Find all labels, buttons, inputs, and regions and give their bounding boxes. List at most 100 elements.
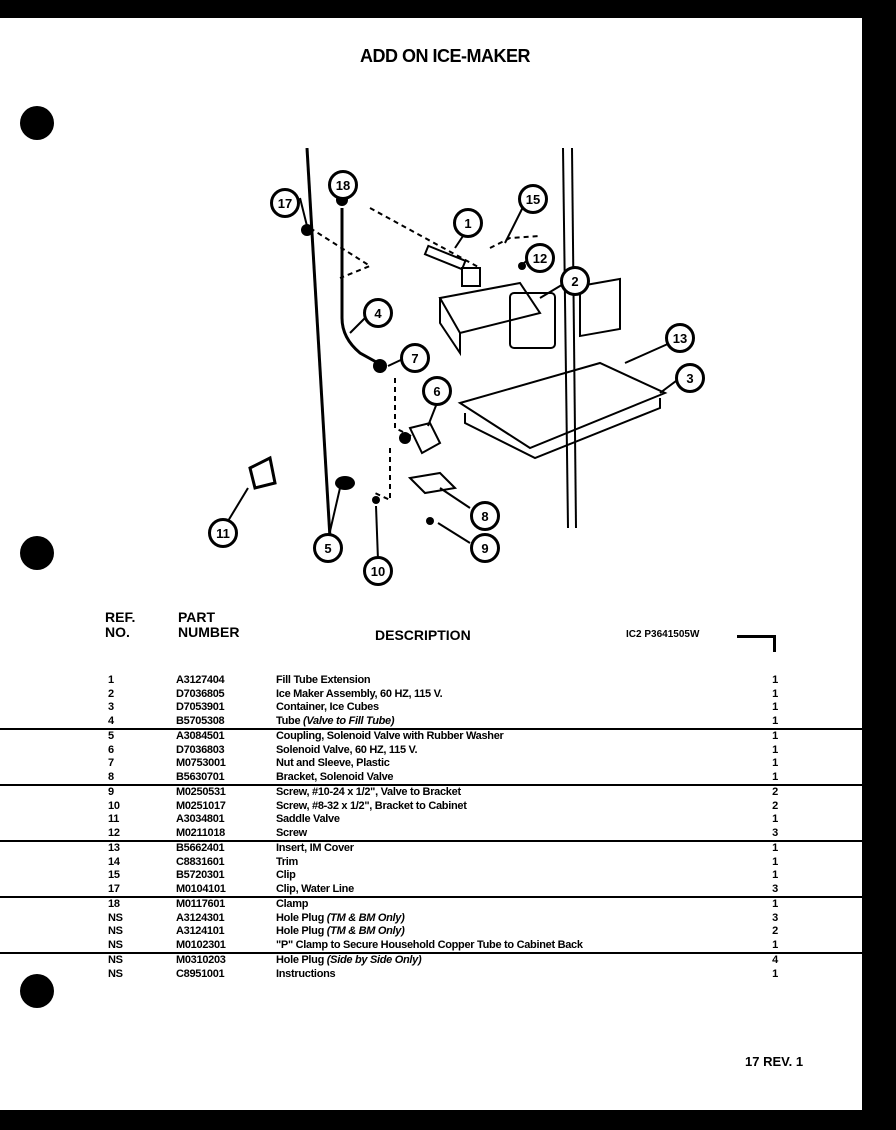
table-row: 13 B5662401 Insert, IM Cover 1 <box>0 840 862 856</box>
cell-quantity: 1 <box>772 743 778 756</box>
table-row: NS A3124101 Hole Plug (TM & BM Only) 2 <box>0 925 862 939</box>
cell-part-number: B5630701 <box>176 770 225 783</box>
cell-quantity: 1 <box>772 674 778 686</box>
cell-ref-no: 17 <box>108 882 120 895</box>
cell-ref-no: 4 <box>108 714 114 727</box>
cell-description: Screw, #8-32 x 1/2", Bracket to Cabinet <box>276 799 467 812</box>
cell-quantity: 2 <box>772 799 778 812</box>
table-row: 6 D7036803 Solenoid Valve, 60 HZ, 115 V.… <box>0 744 862 758</box>
cell-description: Fill Tube Extension <box>276 674 371 686</box>
table-row: 11 A3034801 Saddle Valve 1 <box>0 813 862 827</box>
page-code: IC2 P3641505W <box>626 629 700 640</box>
cell-part-number: A3084501 <box>176 730 225 742</box>
header-ref-no: REF. NO. <box>105 609 136 640</box>
parts-table-header: REF. NO. PART NUMBER DESCRIPTION IC2 P36… <box>0 609 862 652</box>
cell-description: "P" Clamp to Secure Household Copper Tub… <box>276 938 583 951</box>
cell-ref-no: 1 <box>108 674 114 686</box>
cell-part-number: M0250531 <box>176 786 226 798</box>
cell-part-number: A3124301 <box>176 911 225 924</box>
cell-description: Insert, IM Cover <box>276 842 354 854</box>
cell-part-number: A3034801 <box>176 813 225 825</box>
cell-part-number: D7036805 <box>176 687 225 700</box>
exploded-diagram: 17 18 1 15 12 2 4 7 13 3 6 8 9 11 5 10 <box>200 147 720 598</box>
table-row: NS A3124301 Hole Plug (TM & BM Only) 3 <box>0 912 862 926</box>
cell-description: Hole Plug (TM & BM Only) <box>276 925 405 937</box>
cell-part-number: M0104101 <box>176 882 226 895</box>
cell-quantity: 1 <box>772 714 778 727</box>
cell-ref-no: 7 <box>108 757 114 769</box>
cell-quantity: 1 <box>772 967 778 980</box>
cell-quantity: 3 <box>772 826 778 839</box>
callout-1: 1 <box>453 208 483 238</box>
cell-part-number: M0117601 <box>176 898 225 910</box>
table-row: NS C8951001 Instructions 1 <box>0 968 862 982</box>
cell-ref-no: 18 <box>108 898 120 910</box>
cell-ref-no: NS <box>108 967 123 980</box>
cell-quantity: 1 <box>772 898 778 910</box>
cell-quantity: 1 <box>772 701 778 713</box>
cell-ref-no: NS <box>108 925 123 937</box>
cell-ref-no: 5 <box>108 730 114 742</box>
cell-description: Clip <box>276 869 296 881</box>
cell-ref-no: 8 <box>108 770 114 783</box>
callout-18: 18 <box>328 170 358 200</box>
callout-15: 15 <box>518 184 548 214</box>
cell-note: (Valve to Fill Tube) <box>303 714 395 727</box>
cell-quantity: 1 <box>772 842 778 854</box>
cell-ref-no: 2 <box>108 687 114 700</box>
cell-description: Clip, Water Line <box>276 882 354 895</box>
callout-12: 12 <box>525 243 555 273</box>
table-row: 7 M0753001 Nut and Sleeve, Plastic 1 <box>0 757 862 771</box>
cell-quantity: 1 <box>772 687 778 700</box>
table-row: 4 B5705308 Tube (Valve to Fill Tube) 1 <box>0 715 862 729</box>
callout-5: 5 <box>313 533 343 563</box>
cell-ref-no: 15 <box>108 869 120 881</box>
table-row: 14 C8831601 Trim 1 <box>0 856 862 870</box>
table-row: 10 M0251017 Screw, #8-32 x 1/2", Bracket… <box>0 800 862 814</box>
cell-description: Screw <box>276 826 307 839</box>
cell-description: Clamp <box>276 898 309 910</box>
cell-description: Hole Plug (TM & BM Only) <box>276 911 405 924</box>
table-row: 9 M0250531 Screw, #10-24 x 1/2", Valve t… <box>0 784 862 800</box>
punch-hole-middle <box>20 536 54 570</box>
cell-description: Bracket, Solenoid Valve <box>276 770 394 783</box>
callout-9: 9 <box>470 533 500 563</box>
table-row: NS M0102301 "P" Clamp to Secure Househol… <box>0 939 862 953</box>
cell-part-number: C8831601 <box>176 855 225 868</box>
header-bracket-line <box>737 635 776 652</box>
cell-description: Coupling, Solenoid Valve with Rubber Was… <box>276 730 504 742</box>
header-part-number: PART NUMBER <box>178 609 240 640</box>
callout-8: 8 <box>470 501 500 531</box>
cell-quantity: 1 <box>772 730 778 742</box>
cell-part-number: C8951001 <box>176 967 225 980</box>
cell-quantity: 2 <box>772 925 778 937</box>
cell-part-number: A3127404 <box>176 674 225 686</box>
cell-part-number: B5720301 <box>176 869 225 881</box>
cell-description: Container, Ice Cubes <box>276 701 379 713</box>
cell-description: Instructions <box>276 967 336 980</box>
ice-maker-illustration <box>224 147 681 561</box>
cell-ref-no: 3 <box>108 701 114 713</box>
cell-part-number: M0102301 <box>176 938 226 951</box>
cell-quantity: 3 <box>772 911 778 924</box>
cell-description: Ice Maker Assembly, 60 HZ, 115 V. <box>276 687 443 700</box>
cell-part-number: M0251017 <box>176 799 226 812</box>
cell-ref-no: NS <box>108 938 123 951</box>
cell-description: Solenoid Valve, 60 HZ, 115 V. <box>276 743 418 756</box>
cell-quantity: 2 <box>772 786 778 798</box>
cell-quantity: 1 <box>772 869 778 881</box>
callout-6: 6 <box>422 376 452 406</box>
cell-ref-no: 10 <box>108 799 120 812</box>
table-row: 8 B5630701 Bracket, Solenoid Valve 1 <box>0 771 862 785</box>
cell-note: (TM & BM Only) <box>326 925 405 937</box>
callout-11: 11 <box>208 518 238 548</box>
cell-ref-no: 14 <box>108 855 120 868</box>
callout-13: 13 <box>665 323 695 353</box>
cell-note: (Side by Side Only) <box>326 954 422 966</box>
cell-note: (TM & BM Only) <box>326 911 405 924</box>
cell-quantity: 1 <box>772 770 778 783</box>
table-row: 12 M0211018 Screw 3 <box>0 827 862 841</box>
cell-part-number: D7036803 <box>176 743 225 756</box>
callout-17: 17 <box>270 188 300 218</box>
cell-description: Hole Plug (Side by Side Only) <box>276 954 422 966</box>
